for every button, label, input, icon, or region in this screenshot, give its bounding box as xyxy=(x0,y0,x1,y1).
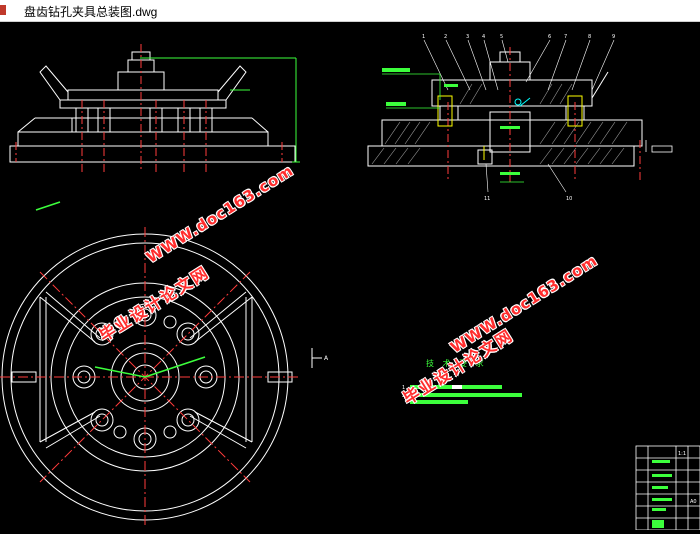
callout-1: 1 xyxy=(422,34,425,40)
window-title: 盘齿钻孔夹具总装图.dwg xyxy=(24,5,158,19)
section-callouts: 1 2 3 4 5 6 7 8 9 11 10 xyxy=(422,34,615,202)
left-elevation-dimensions xyxy=(140,57,300,163)
section-hatch xyxy=(371,83,628,165)
plan-view-centerlines xyxy=(0,227,300,527)
left-elevation-centerlines xyxy=(15,44,283,172)
section-right-marker xyxy=(645,140,673,153)
cad-drawing: A xyxy=(0,34,700,531)
callout-9: 9 xyxy=(612,34,615,40)
section-mark-a xyxy=(311,348,322,368)
plan-view-highlights xyxy=(35,201,206,378)
tech-item-2: 2 xyxy=(402,393,405,399)
section-details-cyan xyxy=(514,97,531,107)
title-block-scale: 1:1 xyxy=(678,451,686,457)
callout-10: 10 xyxy=(566,196,572,202)
callout-8: 8 xyxy=(588,34,591,40)
section-centerlines xyxy=(447,47,641,182)
title-block-size: A0 xyxy=(690,499,697,505)
callout-3: 3 xyxy=(466,34,469,40)
section-details-yellow xyxy=(437,95,583,160)
right-section-view xyxy=(367,51,643,167)
section-annotations-green xyxy=(382,68,520,175)
tech-requirements-lines xyxy=(410,385,522,404)
window-title-bar: 盘齿钻孔夹具总装图.dwg xyxy=(0,0,700,22)
tech-item-1: 1 xyxy=(402,385,405,391)
callout-11: 11 xyxy=(484,196,490,202)
left-elevation-view xyxy=(9,51,296,163)
title-block-fills xyxy=(652,460,672,528)
tech-requirements-title: 技 术 要 求 xyxy=(426,359,487,368)
callout-2: 2 xyxy=(444,34,447,40)
app-icon xyxy=(0,5,6,15)
section-leaders xyxy=(423,39,615,193)
drawing-canvas[interactable]: A xyxy=(0,22,700,531)
callout-5: 5 xyxy=(500,34,503,40)
callout-6: 6 xyxy=(548,34,551,40)
section-mark-label: A xyxy=(324,355,329,362)
section-annotation-lines xyxy=(382,73,524,183)
callout-7: 7 xyxy=(564,34,567,40)
callout-4: 4 xyxy=(482,34,485,40)
